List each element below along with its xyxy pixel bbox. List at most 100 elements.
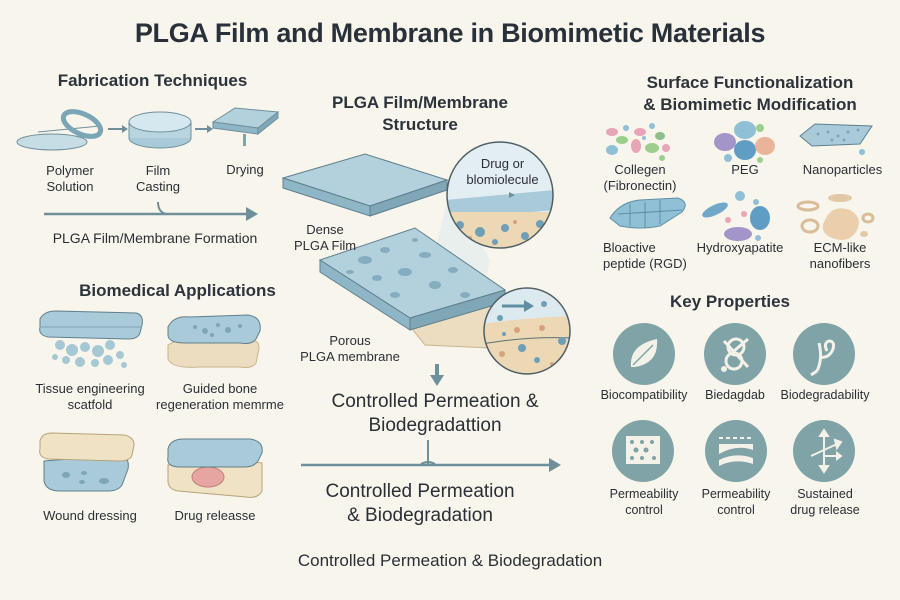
callout-dense [446,141,554,249]
application-drug-release: Drug releasse [145,508,285,524]
film-slab-icon [211,107,280,146]
fab-step-label: Drying [226,162,264,177]
application-label: Guided bone [182,381,258,396]
surface-heading: Surface Functionalization & Biomimetic M… [615,72,885,116]
porous-grid-icon [612,420,674,482]
dense-film [281,153,449,217]
structure-heading-line: PLGA Film/Membrane [331,93,508,112]
application-wound-dressing: Wound dressing [20,508,160,524]
surface-item-nanoparticles: Nanoparticles [790,162,895,178]
dense-film-label: Dense PLGA Film [285,222,365,254]
leaf-icon [613,323,675,385]
fab-step-label: Polymer [46,163,94,178]
peg-icon [714,121,775,163]
surface-item-label: PEG [731,162,759,177]
property-biodegradability: Biodegradability [780,388,870,402]
structure-heading: PLGA Film/Membrane Structure [300,92,540,136]
application-label: scatfold [67,397,113,412]
sprout-icon [793,323,855,385]
application-label: regeneration memrme [156,397,284,412]
property-label: control [717,503,755,517]
property-sustained-release: Sustained drug release [775,486,875,518]
fab-step-polymer-solution: Polymer Solution [30,163,110,195]
property-label: drug release [790,503,860,517]
formation-arrow [44,201,258,221]
peptide-icon [609,197,686,229]
fabrication-heading: Fabrication Techniques [57,71,248,90]
callout-label-line: blomiolecule [466,172,539,187]
molecule-icon [704,323,766,385]
properties-heading: Key Properties [670,292,790,311]
applications-heading: Biomedical Applications [79,281,276,300]
result-label-secondary: Controlled Permeation & Biodegradation [295,480,545,528]
surface-item-collagen: Collegen (Fibronectin) [595,162,685,194]
result-label-line: & Biodegradation [347,505,493,526]
surface-item-ecm: ECM-like nanofibers [795,240,885,272]
ecm-nanofibers-icon [796,194,875,240]
arrows-release-icon [793,420,855,482]
porous-membrane-label-line: PLGA membrane [300,349,400,364]
structure-heading-line: Structure [382,115,458,134]
surface-item-peg: PEG [715,162,775,178]
arrow-icon [108,125,128,133]
drug-release-icon [167,438,263,498]
property-biocompatibility: Biocompatibility [600,388,688,402]
layers-wave-icon [705,420,767,482]
bone-membrane-icon [167,314,261,368]
result-label-line: Controlled Permeation [325,481,515,502]
result-label-line: Controlled Permeation & [331,391,539,412]
dense-film-label-line: PLGA Film [293,238,357,253]
arrow-icon [195,125,213,133]
porous-membrane [318,227,507,331]
fab-step-label: Solution [46,179,94,194]
fab-step-label: Casting [135,179,181,194]
porous-membrane-label-line: Porous [329,333,371,348]
application-label: Drug releasse [174,508,256,523]
callout-label: Drug or blomiolecule [455,156,550,188]
nanoparticles-icon [799,123,873,155]
surface-item-label: peptide (RGD) [603,256,687,271]
surface-heading-line: & Biomimetic Modification [643,95,857,114]
surface-item-label: Hydroxyapatite [696,240,784,255]
flow-arrow [301,440,561,472]
application-guided-bone: Guided bone regeneration memrme [150,381,290,413]
footer-caption: Controlled Permeation & Biodegradation [297,551,603,570]
wound-dressing-icon [39,432,135,492]
application-label: Tissue engineering [35,381,145,396]
hydroxyapatite-icon [702,191,770,241]
collagen-icon [606,123,670,161]
property-permeability-1: Permeability control [593,486,695,518]
page-title: PLGA Film and Membrane in Biomimetic Mat… [134,18,766,48]
porous-membrane-label: Porous PLGA membrane [290,333,410,365]
scaffold-icon [39,310,143,368]
surface-item-label: ECM-like [813,240,867,255]
property-label: control [625,503,663,517]
surface-item-label: (Fibronectin) [603,178,677,193]
formation-label: PLGA Film/Membrane Formation [52,230,258,246]
application-tissue-engineering: Tissue engineering scatfold [20,381,160,413]
fab-step-label: Film [145,163,171,178]
surface-item-peptide: Bloactive peptide (RGD) [595,240,698,272]
result-label-line: Biodegradattion [368,415,502,436]
surface-item-label: Collegen [614,162,666,177]
surface-item-label: Nanoparticles [802,162,883,177]
application-label: Wound dressing [43,508,137,523]
application-illustrations-bottom [39,432,263,498]
surface-item-label: nanofibers [809,256,871,271]
fab-step-film-casting: Film Casting [118,163,198,195]
dense-film-label-line: Dense [306,222,344,237]
result-label-primary: Controlled Permeation & Biodegradattion [295,390,575,438]
callout-label-line: Drug or [480,156,525,171]
down-arrow-icon [430,364,444,386]
polymer-ring-icon [16,109,104,151]
structure-illustration [281,153,536,351]
callout-porous [483,287,571,375]
property-label: Permeability [701,487,771,501]
surface-heading-line: Surface Functionalization [646,73,854,92]
fabrication-illustrations [16,107,280,151]
petri-dish-icon [128,111,192,149]
application-illustrations-top [39,310,261,368]
surface-illustrations [606,121,875,241]
fab-step-drying: Drying [205,162,285,178]
property-label: Permeability [609,487,679,501]
